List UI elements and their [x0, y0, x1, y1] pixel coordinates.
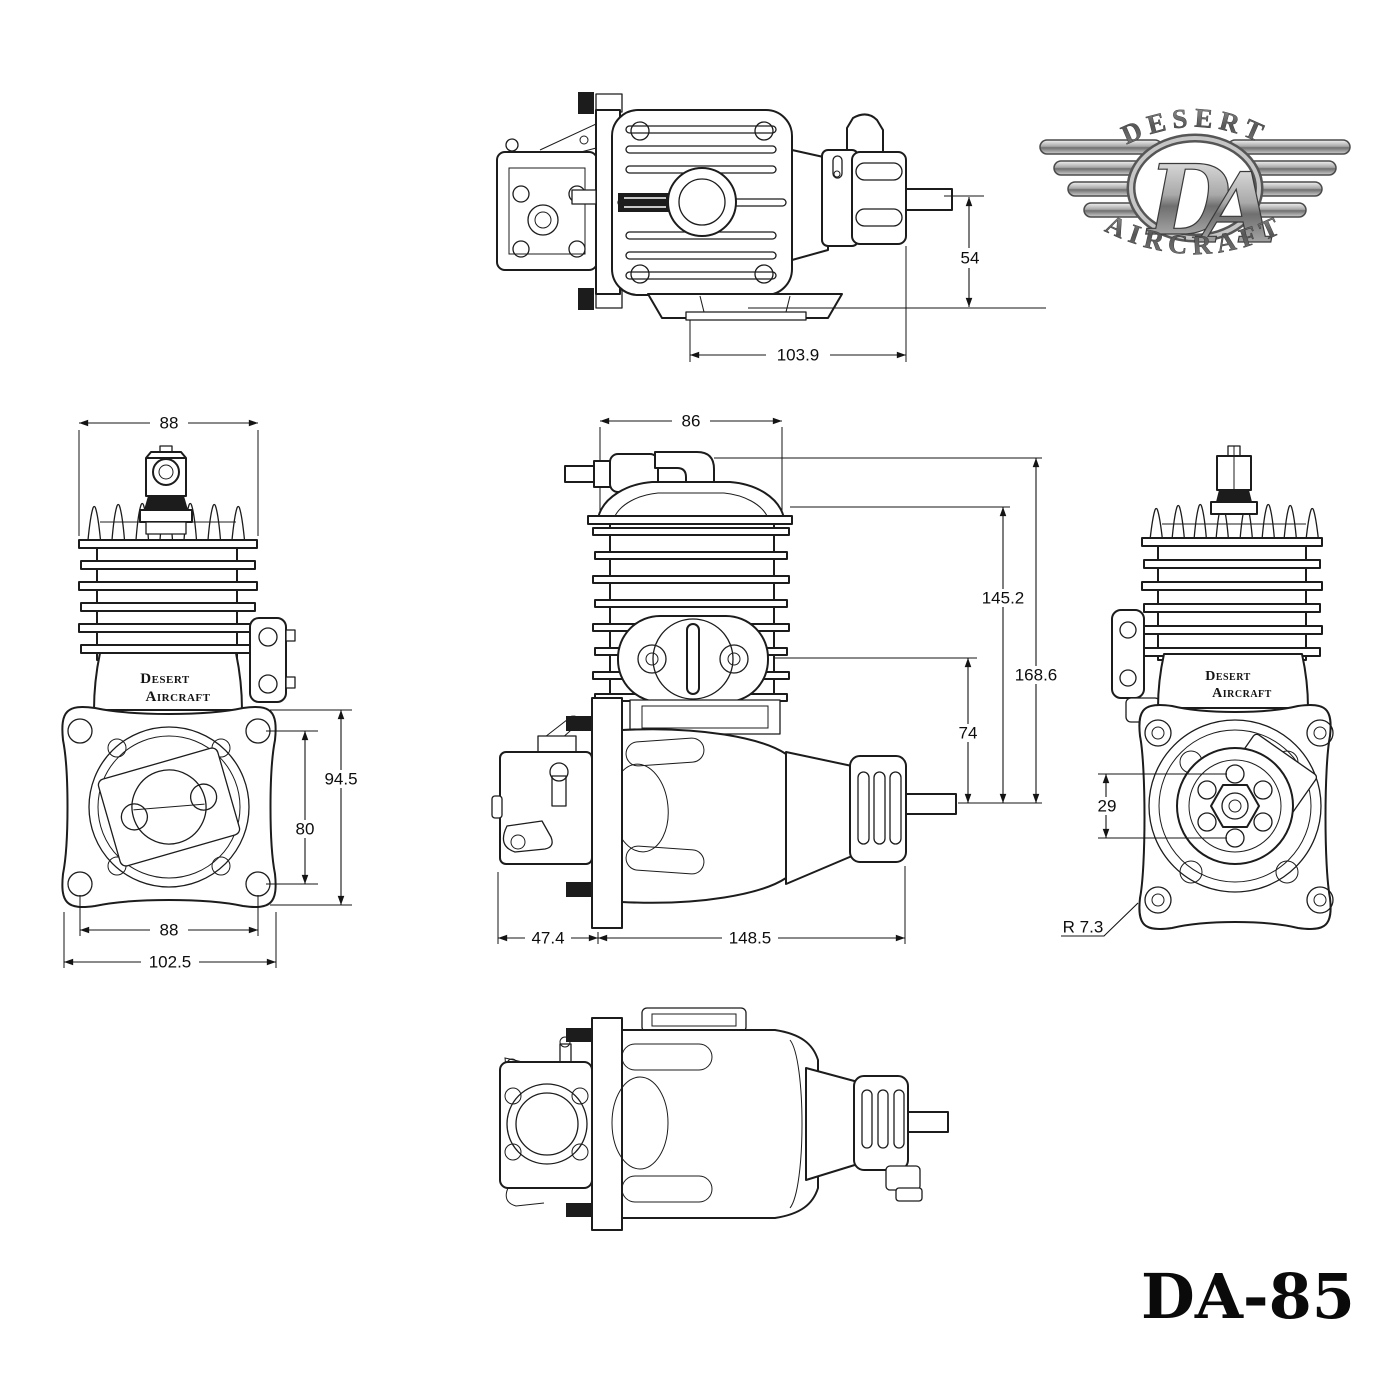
dim-label-29: 29	[1098, 797, 1117, 816]
prop-shaft-top	[905, 188, 953, 211]
front-view: 88	[61, 414, 366, 972]
dim-label-88-top: 88	[160, 414, 179, 433]
dim-side-carb-flange-height: 74	[952, 658, 984, 803]
carburetor-front	[97, 747, 241, 867]
exhaust-flange-front	[249, 617, 296, 703]
rear-housing-bottom	[805, 1067, 949, 1202]
fin-pins-rear	[1149, 503, 1320, 541]
spark-plug-boss	[678, 178, 726, 226]
dim-front-bolt-horizontal: 88	[79, 895, 259, 940]
dim-label-47-4: 47.4	[531, 929, 564, 948]
dim-label-94-5: 94.5	[324, 770, 357, 789]
crankcase-side	[566, 697, 787, 929]
crankcase-text-line1: Desert	[140, 671, 190, 687]
cylinder-head-side	[587, 481, 793, 525]
dim-side-engine-length: 148.5	[598, 866, 906, 948]
prop-hub-rear	[1148, 719, 1322, 893]
spark-plug-rear	[1210, 445, 1258, 515]
model-label: DA-85	[1141, 1260, 1355, 1333]
cylinder-fins-front	[78, 539, 258, 661]
dim-label-88-bottom: 88	[160, 921, 179, 940]
dim-label-86: 86	[682, 412, 701, 431]
dim-rear-corner-radius: R 7.3	[1061, 902, 1139, 937]
dim-label-103-9: 103.9	[777, 346, 820, 365]
dim-side-overall-height: 168.6	[1010, 458, 1062, 803]
prop-shaft-side	[905, 793, 957, 815]
dim-label-80: 80	[296, 820, 315, 839]
carburetor-side	[491, 715, 593, 865]
side-view: 86	[491, 412, 1062, 948]
intake-flange-side	[617, 615, 769, 703]
dim-label-74: 74	[959, 724, 978, 743]
dim-label-102-5: 102.5	[149, 953, 192, 972]
cylinder-fins-rear	[1141, 537, 1323, 661]
dim-label-148-5: 148.5	[729, 929, 772, 948]
front-plate-bottom	[591, 1017, 623, 1231]
front-plate-side	[591, 697, 623, 929]
mounting-flange-front	[61, 706, 277, 908]
logo-monogram-a: A	[1194, 152, 1276, 265]
rear-view: Desert Aircraft	[1061, 445, 1334, 937]
carburetor-bottom	[499, 1036, 593, 1207]
engine-mount-top	[647, 293, 843, 321]
dim-label-145-2: 145.2	[982, 589, 1025, 608]
top-view: 54 103.9	[496, 92, 1046, 365]
dim-side-head-width: 86	[599, 412, 783, 514]
crankcase-rear: Desert Aircraft	[1157, 653, 1309, 709]
dim-side-carb-length: 47.4	[497, 872, 599, 948]
crankcase-text-line2: Aircraft	[146, 689, 211, 705]
brand-logo: D A DESERT AIRCRAFT	[1039, 102, 1351, 266]
rear-housing-side	[785, 751, 957, 885]
dim-top-shaft-height: 54	[748, 195, 1046, 309]
dim-front-flange-height: 94.5	[270, 709, 366, 906]
dim-top-mount-length: 103.9	[689, 246, 907, 365]
carburetor-top	[496, 123, 622, 271]
crankcase-rear-text-line2: Aircraft	[1212, 686, 1272, 701]
crankcase-front: Desert Aircraft	[93, 652, 243, 711]
dim-label-168-6: 168.6	[1015, 666, 1058, 685]
dim-label-54: 54	[961, 249, 980, 268]
dim-rear-hub-bolt-spacing: 29	[1090, 773, 1227, 839]
dim-side-cylinder-height: 145.2	[977, 507, 1029, 803]
prop-shaft-bottom	[907, 1111, 949, 1133]
bottom-view	[499, 1007, 949, 1231]
dim-front-flange-width: 102.5	[63, 912, 277, 972]
crankcase-bottom	[611, 1029, 819, 1219]
cylinder-head-top	[611, 109, 793, 296]
spark-plug-front	[139, 445, 193, 535]
dim-front-cylinder-width: 88	[78, 414, 259, 536]
rear-housing-top	[791, 113, 953, 261]
logo-monogram-d: D	[1145, 144, 1231, 257]
dim-front-bolt-vertical: 80	[266, 730, 322, 885]
crankcase-rear-text-line1: Desert	[1205, 669, 1251, 684]
dim-label-r7-3: R 7.3	[1063, 918, 1104, 937]
